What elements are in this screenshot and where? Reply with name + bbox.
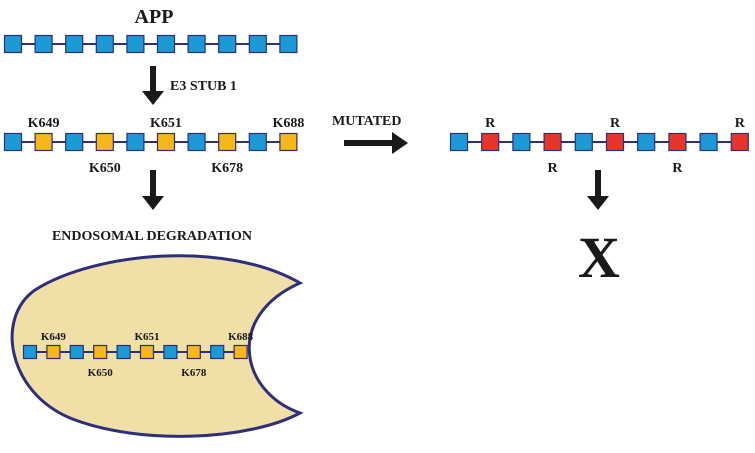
app-residue-blue [248,34,267,54]
ubiq-residue-blue [126,132,145,152]
arrow-right-mutated-head [392,132,408,154]
ubiq-residue-yellow [156,132,176,152]
ubiq-residue-blue [3,132,23,152]
arrow-down-degradation-shaft [150,170,156,198]
arrows-group [142,66,609,210]
mut-label-top: R [485,116,496,131]
mut-residue-blue [574,132,593,152]
app-residue-blue [95,34,114,54]
ubiq-residue-yellow [95,132,114,152]
app-residue-blue [187,34,206,54]
title-app: APP [135,6,174,28]
mut-residue-red [543,132,562,152]
mut-residue-red [730,132,749,152]
mut-label-bottom: R [672,161,683,176]
mut-residue-blue [699,132,718,152]
endo-residue-yellow [46,344,61,360]
label-mutated: MUTATED [332,114,401,129]
arrow-down-stub1-head [142,91,164,105]
endo-label-bottom: K650 [88,367,114,379]
ubiq-residue-yellow [279,132,298,152]
mut-residue-blue [512,132,531,152]
arrow-down-mutated-head [587,196,609,210]
endo-residue-yellow [186,344,201,360]
app-residue-blue [218,34,237,54]
mut-label-top: R [735,116,746,131]
mut-label-bottom: R [548,161,559,176]
app-residue-blue [3,34,23,54]
ubiq-residue-yellow [218,132,237,152]
endo-label-top: K688 [228,331,254,343]
ubiq-label-bottom: K678 [211,161,243,176]
ubiq-label-top: K649 [28,116,60,131]
mut-residue-blue [637,132,656,152]
mut-residue-red [668,132,687,152]
mut-residue-blue [449,132,469,152]
arrow-down-degradation-head [142,196,164,210]
endo-label-bottom: K678 [181,367,207,379]
endo-residue-yellow [139,344,155,360]
ubiq-label-top: K651 [150,116,182,131]
endosome-shape [10,254,304,438]
x-mark: X [578,225,620,290]
endo-residue-blue [22,344,38,360]
endo-residue-yellow [233,344,248,360]
arrow-down-mutated-shaft [595,170,601,198]
arrow-down-stub1-shaft [150,66,156,93]
app-residue-blue [65,34,84,54]
ubiq-residue-blue [187,132,206,152]
ubiq-residue-blue [248,132,267,152]
endo-residue-blue [163,344,178,360]
app-residue-blue [34,34,53,54]
app-residue-blue [156,34,176,54]
app-chain [3,34,298,54]
mut-residue-red [481,132,500,152]
ubiq-label-top: K688 [272,116,304,131]
ubiq-label-bottom: K650 [89,161,121,176]
endo-residue-blue [69,344,84,360]
label-degradation: ENDOSOMAL DEGRADATION [52,229,252,244]
mut-label-top: R [610,116,621,131]
mutated-chain: R R R R R [449,116,749,176]
ubiq-residue-blue [65,132,84,152]
endo-label-top: K649 [41,331,67,343]
ubiq-residue-yellow [34,132,53,152]
endo-residue-blue [116,344,131,360]
app-residue-blue [279,34,298,54]
endo-residue-blue [210,344,225,360]
arrow-right-mutated-shaft [344,140,394,146]
app-residue-blue [126,34,145,54]
label-enzyme: E3 STUB 1 [170,79,237,94]
mut-residue-red [605,132,625,152]
endo-label-top: K651 [134,331,159,343]
endo-residue-yellow [93,344,108,360]
